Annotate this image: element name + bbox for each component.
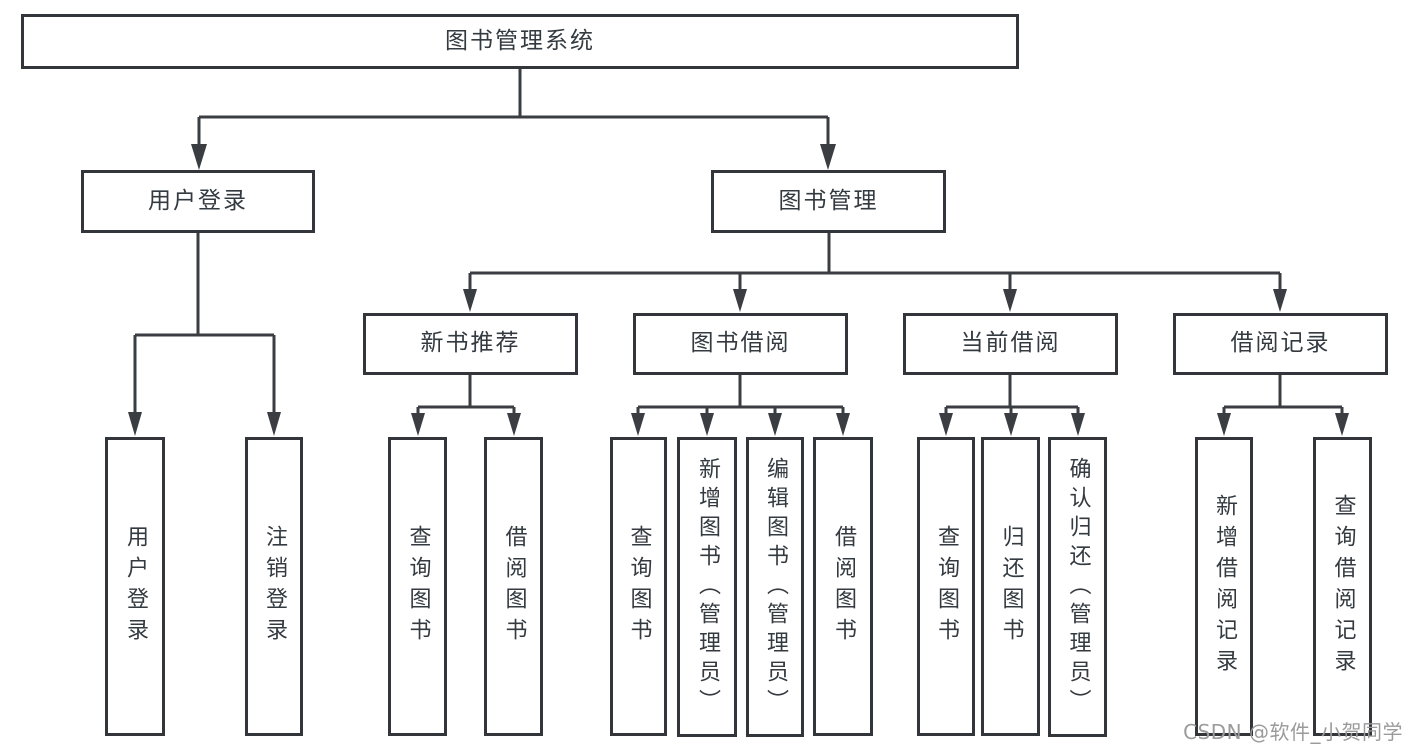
watermark: CSDN @软件_小贺同学 bbox=[1183, 720, 1403, 744]
node-current-borrow: 当前借阅 bbox=[903, 313, 1118, 375]
leaf-edit-book-admin: 编辑图书（管理员） bbox=[746, 437, 804, 737]
leaf-query-books-borrow: 查询图书 bbox=[610, 437, 667, 736]
leaf-borrow-books-recommend: 借阅图书 bbox=[484, 437, 543, 736]
leaf-user-login: 用户登录 bbox=[105, 437, 165, 736]
node-root-library-system: 图书管理系统 bbox=[21, 14, 1019, 69]
leaf-logout: 注销登录 bbox=[245, 437, 303, 736]
leaf-query-borrow-record: 查询借阅记录 bbox=[1313, 437, 1372, 736]
node-borrow-records: 借阅记录 bbox=[1173, 313, 1388, 375]
leaf-add-borrow-record: 新增借阅记录 bbox=[1195, 437, 1253, 736]
node-book-borrow: 图书借阅 bbox=[633, 313, 848, 375]
leaf-borrow-books: 借阅图书 bbox=[813, 437, 873, 736]
leaf-return-books: 归还图书 bbox=[981, 437, 1040, 736]
leaf-query-books-recommend: 查询图书 bbox=[388, 437, 447, 736]
leaf-query-books-current: 查询图书 bbox=[917, 437, 975, 736]
node-book-management-module: 图书管理 bbox=[711, 170, 946, 233]
leaf-add-book-admin: 新增图书（管理员） bbox=[677, 437, 737, 737]
node-new-book-recommend: 新书推荐 bbox=[363, 313, 578, 375]
leaf-confirm-return-admin: 确认归还（管理员） bbox=[1048, 437, 1107, 737]
node-user-login-module: 用户登录 bbox=[81, 170, 315, 233]
